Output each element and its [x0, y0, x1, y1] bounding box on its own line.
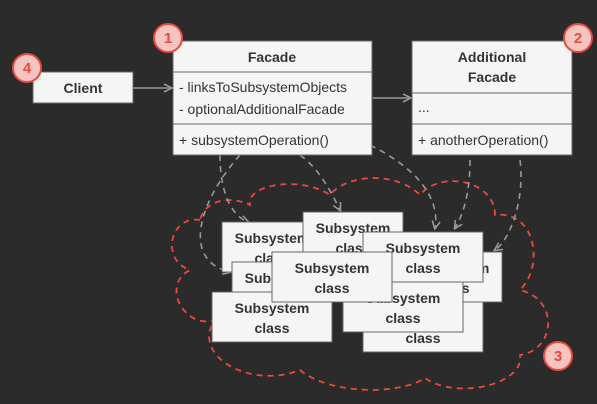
subsystem-class-label-line2: class	[405, 330, 440, 346]
badge-3: 3	[543, 341, 573, 371]
subsystem-class-label-line2: class	[254, 320, 289, 336]
subsystem-class-box: Subsystem class	[342, 281, 464, 333]
subsystem-class-label-line1: Subsystem	[295, 260, 370, 276]
arrow-facade-to-subsystem-2	[219, 154, 248, 222]
additional-facade-method-another-operation: + anotherOperation()	[418, 132, 548, 148]
client-box: Client	[32, 71, 134, 104]
badge-2: 2	[563, 23, 593, 53]
arrow-additional-to-subsystem-1	[455, 159, 471, 228]
badge-3-label: 3	[554, 348, 562, 365]
additional-facade-box: Additional Facade ... + anotherOperation…	[411, 40, 573, 156]
additional-facade-title-line2: Facade	[468, 69, 516, 85]
client-label: Client	[64, 80, 103, 96]
additional-facade-title-line1: Additional	[458, 49, 526, 65]
badge-4-label: 4	[23, 60, 32, 77]
subsystem-class-label-line2: class	[405, 260, 440, 276]
arrow-facade-to-subsystem-1	[199, 154, 241, 272]
subsystem-class-label-line1: Subsystem	[235, 300, 310, 316]
association-arrows	[133, 88, 410, 98]
subsystem-class-box: Subsystem class	[271, 251, 393, 303]
arrow-facade-to-subsystem-3	[299, 154, 340, 210]
additional-facade-field-ellipsis: ...	[418, 99, 430, 115]
arrow-additional-to-subsystem-2	[495, 159, 522, 250]
facade-title: Facade	[248, 49, 296, 65]
facade-field-optional: - optionalAdditionalFacade	[179, 101, 345, 117]
arrow-facade-to-subsystem-4	[369, 144, 436, 228]
subsystem-class-label-line2: class	[314, 280, 349, 296]
badge-1: 1	[153, 23, 183, 53]
facade-method-subsystem-operation: + subsystemOperation()	[179, 132, 329, 148]
subsystem-class-label-line2: class	[385, 310, 420, 326]
facade-field-links: - linksToSubsystemObjects	[179, 79, 347, 95]
badge-2-label: 2	[574, 30, 582, 47]
subsystem-class-label-line1: Subsystem	[235, 230, 310, 246]
dependency-arrows	[199, 144, 522, 272]
facade-box: Facade - linksToSubsystemObjects - optio…	[172, 40, 373, 156]
badge-4: 4	[12, 53, 42, 83]
subsystem-class-label-line1: Subsystem	[386, 240, 461, 256]
badge-1-label: 1	[164, 30, 172, 47]
